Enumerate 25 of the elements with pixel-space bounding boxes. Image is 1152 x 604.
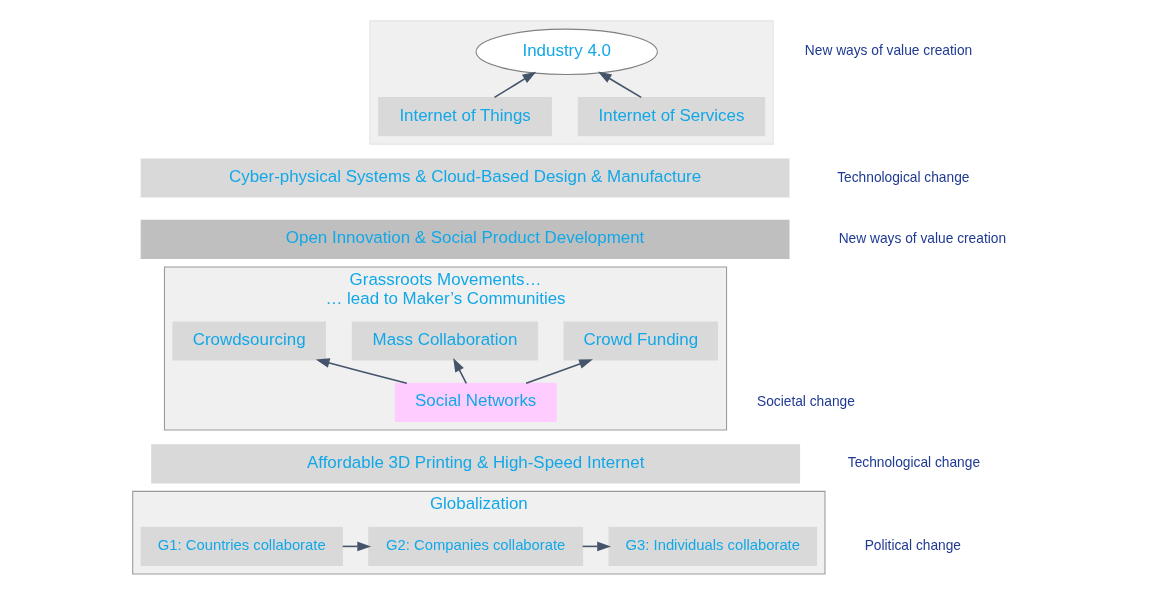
node-box: G1: Countries collaborate (140, 526, 343, 566)
cluster (368, 20, 774, 145)
node-ellipse: Industry 4.0 (475, 28, 658, 76)
node-box: Mass Collaboration (351, 321, 538, 361)
label: New ways of value creation (804, 43, 972, 59)
node-box: Social Networks (394, 382, 557, 422)
node-box: Cyber-physical Systems & Cloud-Based Design & Manufacture (140, 158, 790, 198)
arrow (315, 358, 408, 385)
node-box: Affordable 3D Printing & High-Speed Internet (150, 444, 800, 484)
node-box: Open Innovation & Social Product Development (140, 219, 790, 259)
node-box: Crowdsourcing (171, 321, 326, 361)
label: Political change (864, 538, 961, 553)
arrow (524, 359, 593, 385)
label: Societal change (756, 394, 855, 410)
arrow (597, 71, 642, 99)
node-box: G2: Companies collaborate (367, 526, 583, 566)
arrow (452, 357, 467, 385)
label: Technological change (836, 169, 969, 185)
arrow (493, 71, 536, 99)
label: New ways of value creation (838, 231, 1006, 247)
label: Technological change (847, 455, 980, 471)
node-box: Internet of Services (577, 97, 765, 137)
node-box: G3: Individuals collaborate (608, 526, 817, 566)
node-box: Crowd Funding (563, 321, 718, 361)
node-box: Internet of Things (377, 97, 552, 137)
